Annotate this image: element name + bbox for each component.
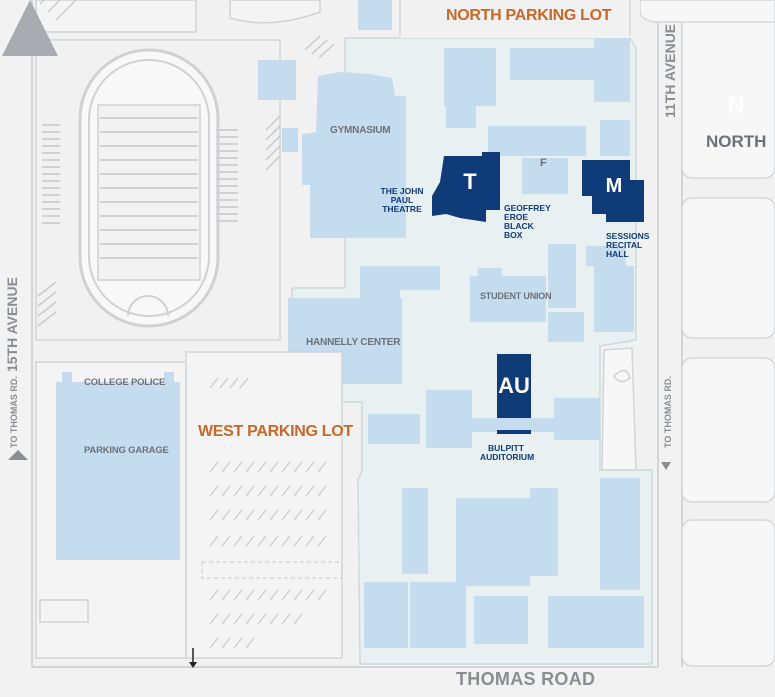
building-gymnasium[interactable] bbox=[302, 72, 406, 238]
11th-avenue-label: 11TH AVENUE bbox=[662, 23, 678, 118]
building-student-union[interactable] bbox=[470, 276, 546, 322]
thomas-road-label: THOMAS ROAD bbox=[456, 669, 596, 689]
building-john-paul-theatre[interactable] bbox=[432, 152, 500, 222]
road-thomas bbox=[0, 667, 775, 697]
marker-theatre: T bbox=[463, 169, 477, 194]
marker-f: F bbox=[540, 157, 547, 169]
west-parking-lot-label: WEST PARKING LOT bbox=[198, 423, 353, 440]
label-john-paul-theatre: THE JOHN PAUL THEATRE bbox=[380, 186, 424, 214]
building-music[interactable] bbox=[582, 160, 644, 222]
to-thomas-right-label: TO THOMAS RD. bbox=[663, 376, 673, 448]
label-sessions-recital: SESSIONS RECITAL HALL bbox=[606, 231, 650, 259]
to-thomas-left-label: TO THOMAS RD. bbox=[9, 376, 19, 448]
label-parking-garage: PARKING GARAGE bbox=[84, 445, 169, 456]
label-gymnasium: GYMNASIUM bbox=[330, 125, 391, 136]
block-east-3 bbox=[681, 357, 775, 503]
15th-avenue-label: 15TH AVENUE bbox=[4, 277, 20, 372]
north-parking-lot-label: NORTH PARKING LOT bbox=[446, 7, 612, 24]
marker-auditorium: AU bbox=[498, 373, 530, 398]
building-bulpitt-auditorium[interactable] bbox=[497, 354, 531, 418]
label-hannelly-center: HANNELLY CENTER bbox=[306, 337, 401, 348]
block-east-4 bbox=[681, 519, 775, 667]
block-east-1 bbox=[681, 0, 775, 179]
marker-music: M bbox=[605, 175, 623, 197]
label-geoffrey-eroe: GEOFFREY EROE BLACK BOX bbox=[504, 203, 551, 240]
compass-letter: N bbox=[727, 92, 745, 119]
west-parking-lot bbox=[185, 351, 343, 659]
road-11th-avenue bbox=[658, 0, 682, 697]
label-student-union: STUDENT UNION bbox=[480, 291, 552, 301]
compass-label: NORTH bbox=[706, 132, 767, 151]
label-bulpitt-auditorium: BULPITT AUDITORIUM bbox=[480, 443, 535, 462]
road-15th-avenue bbox=[0, 0, 32, 697]
block-east-2 bbox=[681, 197, 775, 339]
north-arrow-icon bbox=[2, 0, 58, 56]
label-college-police: COLLEGE POLICE bbox=[84, 377, 166, 388]
football-field bbox=[97, 104, 201, 281]
building-parking-garage[interactable] bbox=[56, 382, 180, 560]
